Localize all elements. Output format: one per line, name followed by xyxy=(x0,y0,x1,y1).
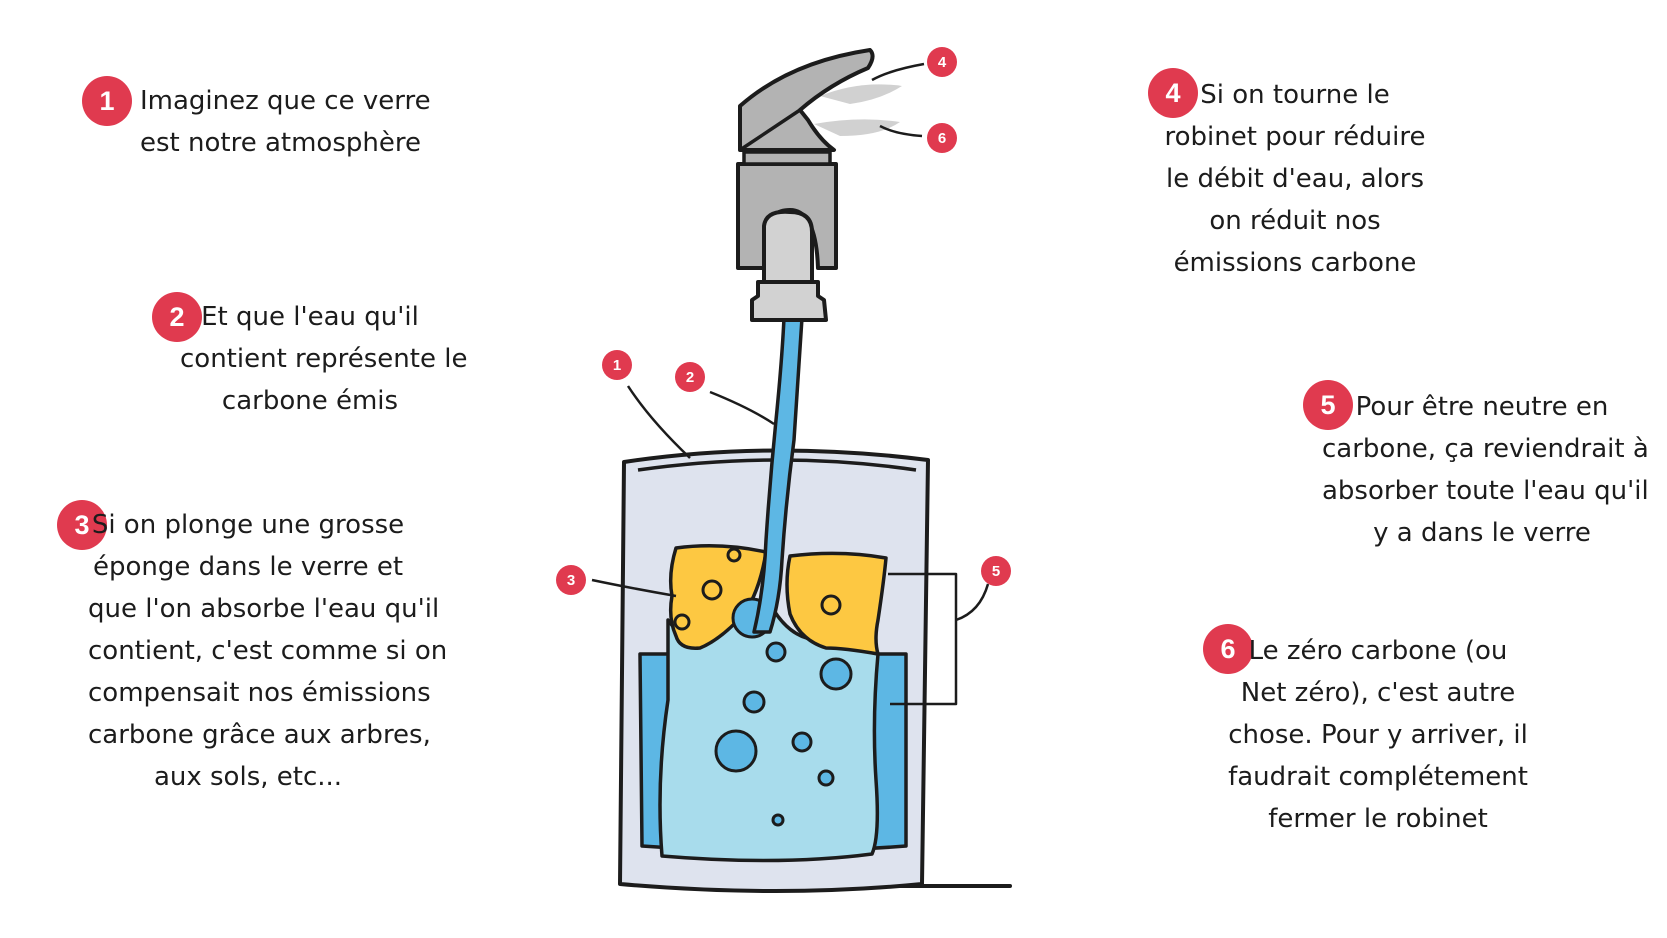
marker-6: 6 xyxy=(927,123,957,153)
step-6-line: faudrait complétement xyxy=(1228,762,1528,792)
bubble xyxy=(765,641,787,663)
callout-line-6 xyxy=(879,124,923,138)
step-badge-5: 5 xyxy=(1303,380,1353,430)
step-2-line: carbone émis xyxy=(221,386,399,416)
faucet-nozzle xyxy=(750,280,828,322)
bubble xyxy=(817,769,835,787)
step-6-line: Net zéro), c'est autre xyxy=(1240,678,1516,708)
svg-text:4: 4 xyxy=(938,54,947,71)
water-stream xyxy=(752,316,804,634)
faucet-handle xyxy=(738,48,875,152)
sponge-hole xyxy=(701,579,723,601)
svg-text:3: 3 xyxy=(567,572,575,589)
step-3-line: que l'on absorbe l'eau qu'il xyxy=(88,594,440,624)
step-1-line: est notre atmosphère xyxy=(140,128,421,158)
step-badge-4: 4 xyxy=(1148,68,1198,118)
marker-5: 5 xyxy=(981,556,1011,586)
step-6-line: chose. Pour y arriver, il xyxy=(1228,720,1528,750)
step-text-4: Si on tourne le robinet pour réduire le … xyxy=(1160,74,1430,284)
step-4-line: le débit d'eau, alors xyxy=(1165,164,1425,194)
step-4-line: émissions carbone xyxy=(1173,248,1417,278)
step-5-line: carbone, ça reviendrait à xyxy=(1322,434,1649,464)
step-4-line: Si on tourne le xyxy=(1200,80,1390,110)
faucet-top-cap xyxy=(742,150,832,166)
sponge-hole xyxy=(820,594,842,616)
bubble xyxy=(791,731,813,753)
step-3-line: contient, c'est comme si on xyxy=(88,636,448,666)
svg-text:5: 5 xyxy=(992,563,1000,580)
step-text-1: Imaginez que ce verre est notre atmosphè… xyxy=(140,80,431,164)
bubble xyxy=(771,813,785,827)
marker-4: 4 xyxy=(927,47,957,77)
faucet-handle-edge xyxy=(739,108,801,152)
svg-text:2: 2 xyxy=(686,369,694,386)
step-2-line: contient représente le xyxy=(180,344,468,374)
marker-2: 2 xyxy=(675,362,705,392)
step-2-line: Et que l'eau qu'il xyxy=(201,302,419,332)
step-4-line: robinet pour réduire xyxy=(1164,122,1426,152)
bubble xyxy=(819,657,853,691)
step-5-line: y a dans le verre xyxy=(1373,518,1591,548)
step-text-3: Si on plonge une grosse éponge dans le v… xyxy=(88,504,448,798)
step-text-5: Pour être neutre en carbone, ça reviendr… xyxy=(1322,386,1649,554)
faucet-spout xyxy=(762,209,814,288)
sponge-hole xyxy=(673,613,691,631)
step-text-6: Le zéro carbone (ou Net zéro), c'est aut… xyxy=(1228,630,1528,840)
faucet xyxy=(736,48,902,322)
step-3-line: compensait nos émissions xyxy=(88,678,431,708)
callout-line-3 xyxy=(591,578,677,598)
step-3-line: Si on plonge une grosse xyxy=(91,510,405,540)
step-6-line: Le zéro carbone (ou xyxy=(1248,636,1508,666)
callout-line-1 xyxy=(626,385,691,459)
step-4-line: on réduit nos xyxy=(1209,206,1381,236)
step-badge-2: 2 xyxy=(152,292,202,342)
svg-text:1: 1 xyxy=(613,357,621,374)
bubble xyxy=(742,690,766,714)
step-3-line: aux sols, etc... xyxy=(153,762,343,792)
faucet-motion-line xyxy=(814,119,900,136)
step-1-line: Imaginez que ce verre xyxy=(140,86,431,116)
svg-text:6: 6 xyxy=(938,130,946,147)
callout-line-2 xyxy=(709,390,775,426)
step-3-line: éponge dans le verre et xyxy=(92,552,404,582)
step-badge-3: 3 xyxy=(57,500,107,550)
step-5-line: Pour être neutre en xyxy=(1355,392,1609,422)
sponge-hole xyxy=(726,547,742,563)
marker-1: 1 xyxy=(602,350,632,380)
callout-bracket-5 xyxy=(888,572,958,706)
step-3-line: carbone grâce aux arbres, xyxy=(88,720,431,750)
callout-line-5 xyxy=(955,583,990,622)
faucet-motion-line xyxy=(820,84,902,104)
marker-3: 3 xyxy=(556,565,586,595)
step-badge-1: 1 xyxy=(82,76,132,126)
step-5-line: absorber toute l'eau qu'il xyxy=(1322,476,1649,506)
bubble xyxy=(714,729,758,773)
step-badge-6: 6 xyxy=(1203,624,1253,674)
step-6-line: fermer le robinet xyxy=(1268,804,1488,834)
step-text-2: Et que l'eau qu'il contient représente l… xyxy=(180,296,468,422)
callout-line-4 xyxy=(871,62,925,82)
